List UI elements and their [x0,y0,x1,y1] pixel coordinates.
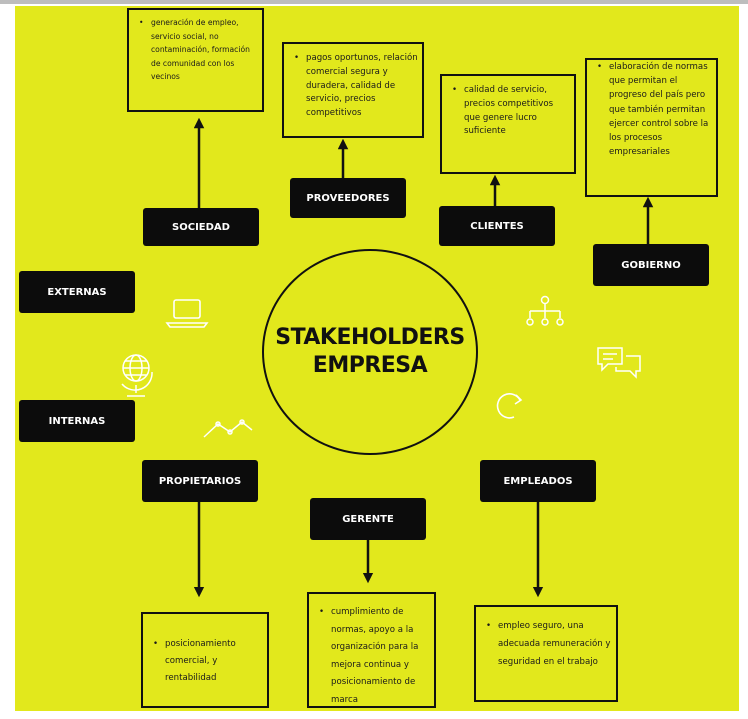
label-empleados: EMPLEADOS [480,460,596,502]
line-graph-icon [203,419,253,438]
top-border [0,0,748,4]
label-sociedad: SOCIEDAD [143,208,259,246]
box-gerente-text: cumplimiento de normas, apoyo a la organ… [319,604,430,709]
box-propietarios: posicionamiento comercial, y rentabilida… [141,612,269,708]
box-clientes-text: calidad de servicio, precios competitivo… [452,84,570,139]
box-gobierno-text: elaboración de normas que permitan el pr… [597,60,712,159]
box-sociedad: generación de empleo, servicio social, n… [127,8,264,112]
laptop-icon [165,299,209,328]
box-empleados: empleo seguro, una adecuada remuneración… [474,605,618,702]
box-propietarios-text: posicionamiento comercial, y rentabilida… [153,636,263,687]
org-chart-icon [526,295,564,326]
chat-icon [597,347,641,379]
label-clientes: CLIENTES [439,206,555,246]
label-proveedores: PROVEEDORES [290,178,406,218]
box-sociedad-text: generación de empleo, servicio social, n… [139,16,258,84]
label-propietarios: PROPIETARIOS [142,460,258,502]
label-gerente: GERENTE [310,498,426,540]
box-empleados-text: empleo seguro, una adecuada remuneración… [486,617,612,671]
label-internas: INTERNAS [19,400,135,442]
center-title-line1: STAKEHOLDERS [275,325,465,350]
box-clientes: calidad de servicio, precios competitivo… [440,74,576,174]
refresh-icon [496,393,523,419]
box-gobierno: elaboración de normas que permitan el pr… [585,58,718,197]
box-proveedores: pagos oportunos, relación comercial segu… [282,42,424,138]
label-gobierno: GOBIERNO [593,244,709,286]
box-proveedores-text: pagos oportunos, relación comercial segu… [294,52,418,121]
globe-icon [121,354,153,397]
center-title-line2: EMPRESA [312,353,428,378]
box-gerente: cumplimiento de normas, apoyo a la organ… [307,592,436,708]
center-circle: STAKEHOLDERS EMPRESA [262,249,478,455]
label-externas: EXTERNAS [19,271,135,313]
